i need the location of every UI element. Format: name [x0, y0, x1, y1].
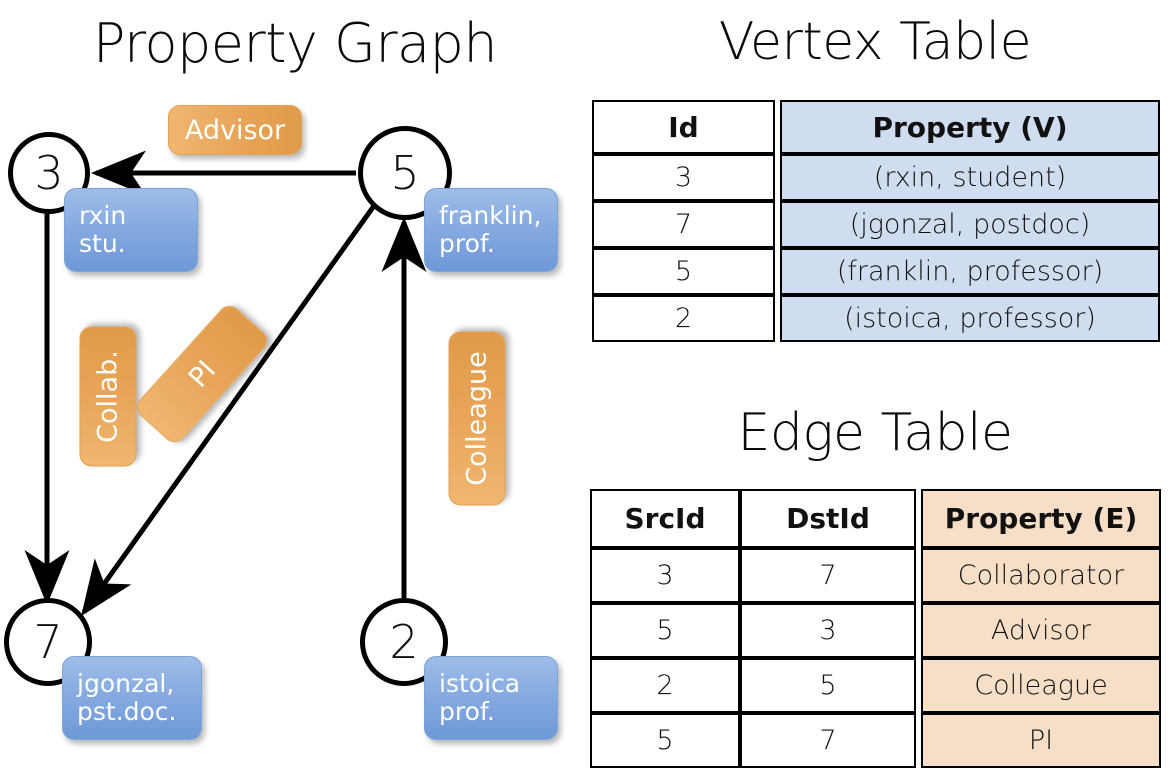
edge-cell-srcid: 2 — [590, 658, 740, 713]
graph-node-5-label: 5 — [390, 146, 420, 200]
page-title-vertex-table: Vertex Table — [718, 12, 1032, 72]
edge-label-pi-text: PI — [182, 354, 222, 394]
table-row: 5 (franklin, professor) — [592, 248, 1160, 295]
table-row: 5 7 PI — [590, 713, 1161, 768]
vertex-cell-id: 2 — [592, 295, 775, 342]
edge-cell-property: Colleague — [921, 658, 1161, 713]
table-row: 5 3 Advisor — [590, 603, 1161, 658]
page-title-property-graph: Property Graph — [92, 12, 498, 75]
chip-franklin-name: franklin, — [439, 201, 542, 230]
vertex-header-id: Id — [592, 100, 775, 154]
node-property-chip-istoica: istoica prof. — [424, 656, 558, 740]
table-row: 2 (istoica, professor) — [592, 295, 1160, 342]
edge-cell-dstid: 7 — [740, 548, 916, 603]
edge-table: SrcId DstId Property (E) 3 7 Collaborato… — [590, 489, 1161, 768]
chip-istoica-name: istoica — [439, 669, 521, 698]
node-property-chip-rxin: rxin stu. — [64, 188, 198, 272]
edge-table-header-row: SrcId DstId Property (E) — [590, 489, 1161, 548]
edge-header-property: Property (E) — [921, 489, 1161, 548]
vertex-cell-id: 3 — [592, 154, 775, 201]
vertex-header-property: Property (V) — [780, 100, 1160, 154]
edge-header-srcid: SrcId — [590, 489, 740, 548]
table-row: 3 (rxin, student) — [592, 154, 1160, 201]
vertex-table: Id Property (V) 3 (rxin, student) 7 (jgo… — [592, 100, 1160, 342]
edge-cell-srcid: 5 — [590, 713, 740, 768]
chip-istoica-role: prof. — [439, 697, 495, 726]
graph-node-2[interactable]: 2 — [360, 598, 448, 686]
chip-franklin-role: prof. — [439, 229, 495, 258]
edge-cell-srcid: 5 — [590, 603, 740, 658]
graph-edges-layer — [24, 150, 427, 617]
property-graph-panel: Property Graph 3 5 7 2 rxin stu. frankli… — [0, 0, 590, 760]
chip-rxin-name: rxin — [79, 201, 127, 230]
node-property-chip-franklin: franklin, prof. — [424, 188, 558, 272]
edge-label-collab-text: Collab. — [92, 350, 124, 443]
vertex-cell-property: (jgonzal, postdoc) — [780, 201, 1160, 248]
vertex-cell-id: 7 — [592, 201, 775, 248]
edge-cell-dstid: 5 — [740, 658, 916, 713]
vertex-cell-id: 5 — [592, 248, 775, 295]
chip-rxin-role: stu. — [79, 229, 126, 258]
graph-node-7-label: 7 — [33, 615, 63, 669]
chip-jgonzal-name: jgonzal, — [77, 669, 175, 698]
edge-cell-property: Advisor — [921, 603, 1161, 658]
edge-label-chip-advisor: Advisor — [168, 105, 302, 155]
graph-node-3-label: 3 — [34, 146, 64, 200]
edge-label-chip-collab: Collab. — [79, 326, 137, 467]
graph-node-2-label: 2 — [389, 615, 419, 669]
edge-header-dstid: DstId — [740, 489, 916, 548]
vertex-cell-property: (rxin, student) — [780, 154, 1160, 201]
chip-jgonzal-role: pst.doc. — [77, 697, 177, 726]
edge-cell-dstid: 7 — [740, 713, 916, 768]
node-property-chip-jgonzal: jgonzal, pst.doc. — [62, 656, 202, 740]
edge-label-advisor-text: Advisor — [184, 114, 286, 146]
table-row: 7 (jgonzal, postdoc) — [592, 201, 1160, 248]
edge-cell-dstid: 3 — [740, 603, 916, 658]
edge-cell-property: Collaborator — [921, 548, 1161, 603]
vertex-cell-property: (istoica, professor) — [780, 295, 1160, 342]
edge-cell-srcid: 3 — [590, 548, 740, 603]
table-row: 3 7 Collaborator — [590, 548, 1161, 603]
page-title-edge-table: Edge Table — [737, 403, 1013, 463]
edge-label-colleague-text: Colleague — [461, 351, 493, 486]
vertex-table-header-row: Id Property (V) — [592, 100, 1160, 154]
table-row: 2 5 Colleague — [590, 658, 1161, 713]
vertex-cell-property: (franklin, professor) — [780, 248, 1160, 295]
edge-5-to-7-pi — [81, 201, 379, 617]
edge-label-chip-colleague: Colleague — [448, 331, 506, 506]
